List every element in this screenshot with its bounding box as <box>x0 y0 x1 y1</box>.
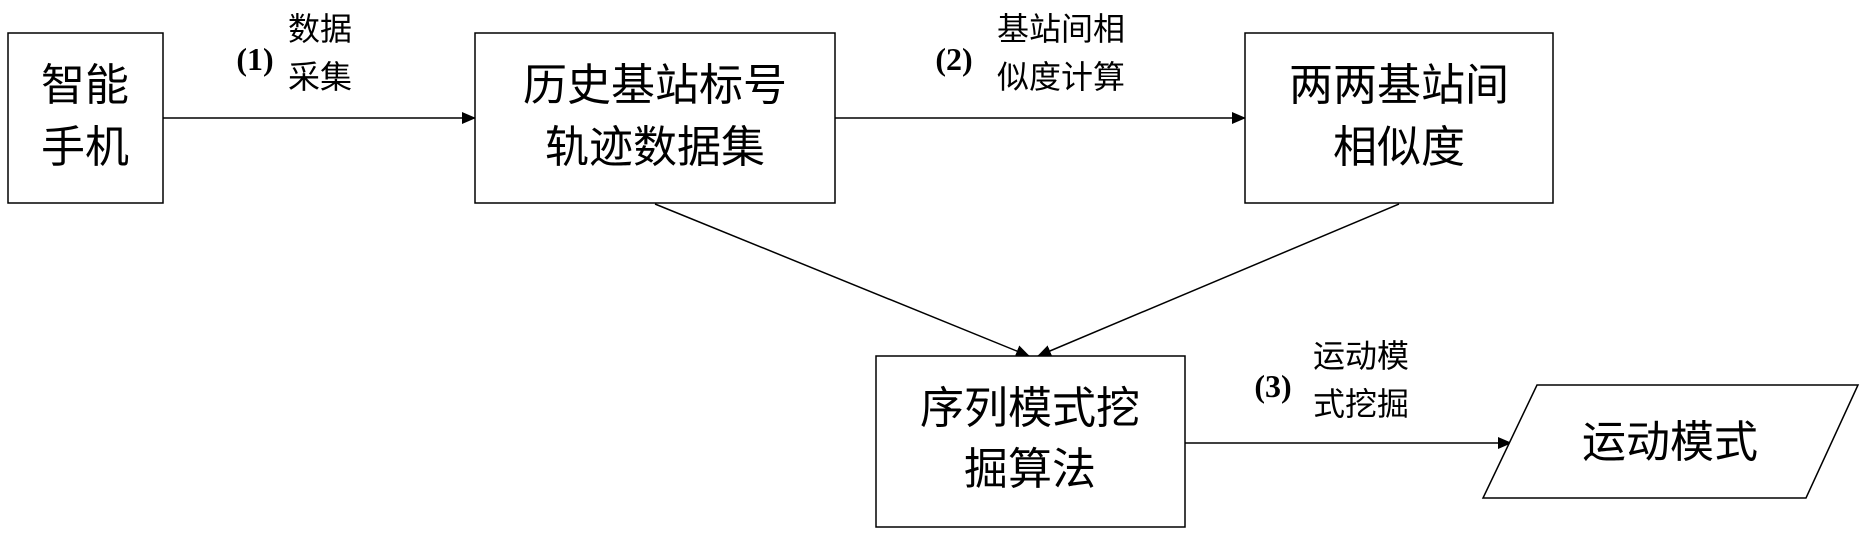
node-pairwise-similarity: 两两基站间 相似度 <box>1245 33 1553 203</box>
edge-label-pattern-mining: (3) 运动模 式挖掘 <box>1254 337 1409 423</box>
node-sequence-mining-line-1: 序列模式挖 <box>920 383 1140 434</box>
node-history-dataset-line-1: 历史基站标号 <box>523 60 787 111</box>
node-smartphone-line-1: 智能 <box>41 60 129 111</box>
edge-label-collect: (1) 数据 采集 <box>236 10 352 96</box>
edge-label-similarity-calc: (2) 基站间相 似度计算 <box>935 10 1125 96</box>
edge-similarity-calc-line-1: 基站间相 <box>997 10 1125 48</box>
arrow-dataset-to-mining <box>655 204 1029 356</box>
node-sequence-mining: 序列模式挖 掘算法 <box>876 356 1185 527</box>
step-3-number: (3) <box>1254 368 1291 404</box>
arrow-similarity-to-mining <box>1038 204 1399 356</box>
node-history-dataset-line-2: 轨迹数据集 <box>545 122 765 173</box>
edge-collect-line-1: 数据 <box>288 10 352 48</box>
node-sequence-mining-line-2: 掘算法 <box>964 444 1096 495</box>
step-1-number: (1) <box>236 41 273 77</box>
node-pairwise-similarity-line-2: 相似度 <box>1333 122 1465 173</box>
edge-pattern-mining-line-2: 式挖掘 <box>1313 385 1409 423</box>
node-pairwise-similarity-line-1: 两两基站间 <box>1289 60 1509 111</box>
node-motion-pattern-label: 运动模式 <box>1582 417 1758 468</box>
edge-collect-line-2: 采集 <box>288 58 352 96</box>
step-2-number: (2) <box>935 41 972 77</box>
node-smartphone-line-2: 手机 <box>41 122 129 173</box>
edge-pattern-mining-line-1: 运动模 <box>1313 337 1409 375</box>
node-smartphone: 智能 手机 <box>8 33 163 203</box>
node-history-dataset: 历史基站标号 轨迹数据集 <box>475 33 835 203</box>
node-motion-pattern: 运动模式 <box>1483 385 1858 498</box>
edge-similarity-calc-line-2: 似度计算 <box>997 58 1125 96</box>
